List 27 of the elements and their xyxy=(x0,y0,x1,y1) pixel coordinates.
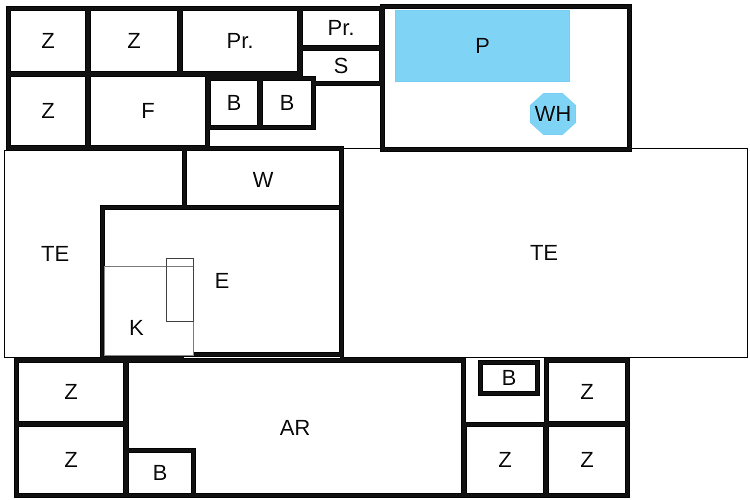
pool xyxy=(395,10,570,82)
room-label: Z xyxy=(64,381,78,403)
room-label: Z xyxy=(498,449,512,471)
room-label: Pr. xyxy=(328,17,354,39)
room-label: TE xyxy=(530,242,558,264)
room-label: B xyxy=(152,462,168,484)
room-label: Z xyxy=(580,381,594,403)
room-label: B xyxy=(280,92,294,114)
room-label: Z xyxy=(64,449,78,471)
room-label: TE xyxy=(41,243,70,265)
room-label: B xyxy=(502,367,516,389)
room-label: F xyxy=(141,100,155,122)
room-label: Z xyxy=(580,449,594,471)
room-label: Pr. xyxy=(226,30,254,52)
room-label: W xyxy=(252,168,274,190)
room-label: Z xyxy=(41,100,55,122)
room-label: AR xyxy=(280,417,310,439)
room-label: Z xyxy=(127,30,141,52)
hot-tub xyxy=(530,93,576,135)
room-label: K xyxy=(129,317,144,339)
room-label: Z xyxy=(41,30,55,52)
bathroom xyxy=(478,360,540,396)
room-label: B xyxy=(226,92,242,114)
room-label: S xyxy=(334,55,348,77)
room-label: E xyxy=(214,270,230,292)
room-label: P xyxy=(475,35,490,57)
room-label: WH xyxy=(534,103,572,125)
